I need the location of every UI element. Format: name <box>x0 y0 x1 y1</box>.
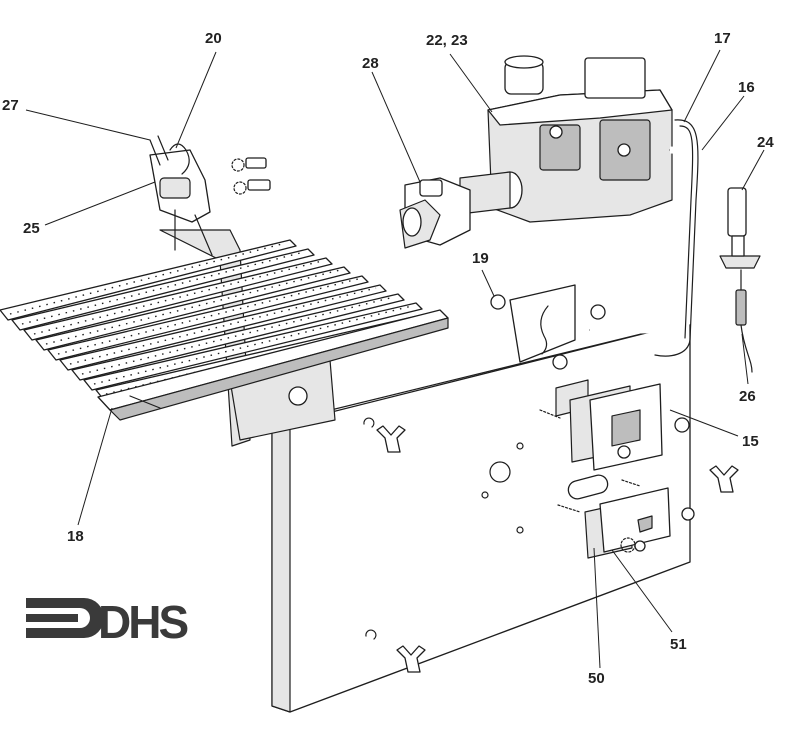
thermocouple <box>719 187 761 373</box>
plate-15 <box>539 379 690 471</box>
callout-26: 26 <box>739 388 756 405</box>
callout-15: 15 <box>742 433 759 450</box>
callout-22-23: 22, 23 <box>426 32 468 49</box>
leader-28 <box>371 71 421 183</box>
gas-connector <box>399 177 471 249</box>
leader-27 <box>25 109 151 141</box>
leader-26 <box>741 333 749 385</box>
leader-50 <box>593 547 601 669</box>
callout-16: 16 <box>738 79 755 96</box>
leader-24 <box>741 149 765 191</box>
callout-50: 50 <box>588 670 605 687</box>
leader-51 <box>611 549 673 633</box>
grate-fin <box>71 293 405 381</box>
grate-fin <box>23 257 333 341</box>
grate-fin-holes <box>81 296 395 375</box>
plate-50-51 <box>557 479 695 559</box>
screws-upper <box>231 157 271 195</box>
grate-fin-holes <box>69 287 377 365</box>
callout-17: 17 <box>714 30 731 47</box>
leader-22-23 <box>449 53 493 113</box>
callout-28: 28 <box>362 55 379 72</box>
pilot-bracket <box>490 284 606 370</box>
logo-text: DHS <box>98 596 187 648</box>
wing-nut-upper <box>376 425 406 453</box>
callout-25: 25 <box>23 220 40 237</box>
grate-fin <box>11 248 315 331</box>
callout-27: 27 <box>2 97 19 114</box>
pipe-17 <box>654 119 699 357</box>
callout-24: 24 <box>757 134 774 151</box>
grate-fin-holes <box>33 260 323 335</box>
grate-fin <box>35 266 351 351</box>
leader-lines <box>25 49 765 669</box>
leader-25 <box>44 181 156 226</box>
callout-20: 20 <box>205 30 222 47</box>
wing-nut-right <box>709 465 739 493</box>
ignition-electrode <box>149 135 213 256</box>
logo-mark <box>26 598 104 638</box>
callout-18: 18 <box>67 528 84 545</box>
leader-16 <box>701 95 745 151</box>
gas-valve <box>459 55 673 223</box>
callout-51: 51 <box>670 636 687 653</box>
burner-grate <box>0 229 449 447</box>
leader-17 <box>683 49 721 123</box>
grate-fin <box>47 275 369 361</box>
leader-18 <box>77 407 113 526</box>
grate-fin <box>83 302 423 391</box>
grate-fin <box>59 284 387 371</box>
dhs-logo: DHS <box>26 596 190 648</box>
pipe-16 <box>589 146 720 334</box>
callout-19: 19 <box>472 250 489 267</box>
leader-15 <box>669 409 739 437</box>
leader-20 <box>175 51 217 149</box>
wing-nut-lower <box>396 645 426 673</box>
leader-19 <box>481 269 495 297</box>
